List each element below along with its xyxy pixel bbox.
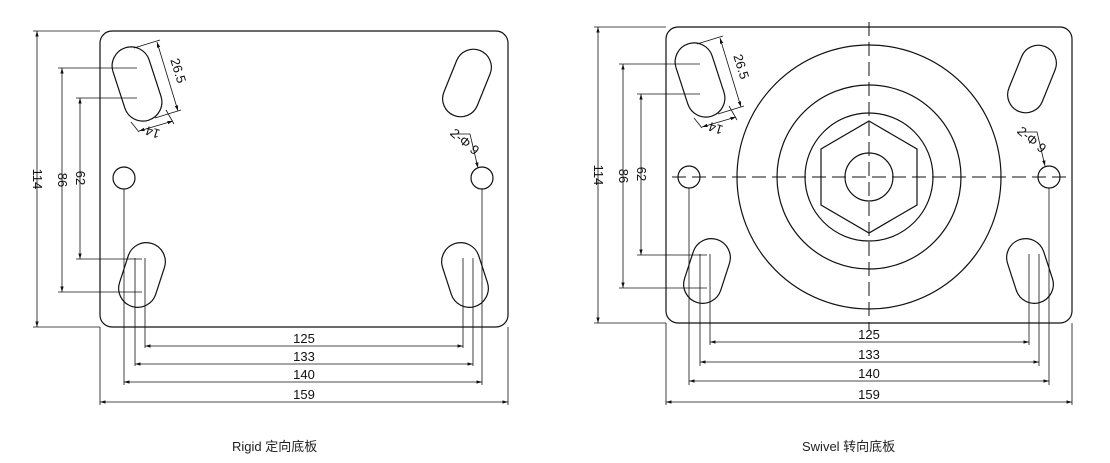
rigid-dim-140: 140 [293,367,315,382]
rigid-dimension-labels: 125 133 140 159 114 86 62 26.5 14 2-Φ 9 [30,56,482,402]
rigid-dim-125: 125 [293,331,315,346]
rigid-dim-slot-length: 26.5 [167,56,189,85]
rigid-dim-62: 62 [73,171,88,185]
rigid-hole-right [470,166,494,190]
swivel-slot-bottom-left [683,238,731,304]
swivel-dim-140: 140 [858,366,880,381]
swivel-dim-125: 125 [858,327,880,342]
swivel-dim-62: 62 [634,167,649,181]
swivel-dimension-labels: 125 133 140 159 114 86 62 26.5 14 2-Φ 9 [591,52,1049,402]
swivel-dim-slot-width: 14 [707,119,725,138]
rigid-slot-bottom-left [118,242,166,308]
rigid-plate-outline [99,30,509,328]
rigid-hole-left [112,166,136,190]
swivel-dim-86: 86 [616,169,631,183]
rigid-dim-159: 159 [293,387,315,402]
swivel-dim-slot-length: 26.5 [730,52,752,81]
swivel-dim-114: 114 [591,165,606,186]
rigid-dim-133: 133 [293,349,315,364]
swivel-plate-drawing [594,22,1073,405]
swivel-caption: Swivel 转向底板 [802,439,896,454]
rigid-slot-bottom-right [441,242,489,308]
rigid-dim-slot-width: 14 [144,123,162,142]
technical-drawing: 125 133 140 159 114 86 62 26.5 14 2-Φ 9 [30,22,1073,405]
swivel-slot-top-right [1007,44,1057,114]
swivel-slot-top-left [674,42,726,118]
rigid-caption: Rigid 定向底板 [232,439,318,454]
swivel-dim-133: 133 [858,347,880,362]
rigid-plate-drawing [33,30,509,405]
swivel-hole-callout: 2-Φ 9 [1015,123,1050,156]
rigid-dim-114: 114 [30,169,45,190]
swivel-dim-159: 159 [858,387,880,402]
rigid-slot-top-right [442,48,492,118]
swivel-slot-bottom-right [1006,238,1054,304]
rigid-slot-top-left [111,46,163,122]
rigid-hole-callout: 2-Φ 9 [448,125,483,158]
rigid-dim-86: 86 [55,173,70,187]
